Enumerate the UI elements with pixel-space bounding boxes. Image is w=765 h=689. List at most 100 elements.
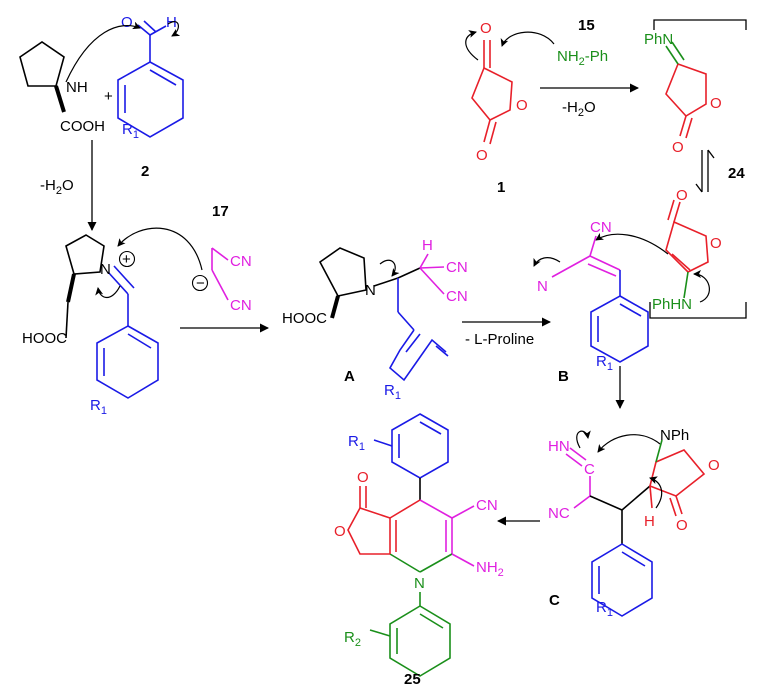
product-top-benzene — [391, 413, 449, 479]
proline-nh-label: NH — [66, 79, 88, 96]
iminium-benzene — [96, 325, 159, 399]
plus-sign: + — [104, 88, 113, 105]
product-o-2: O — [334, 523, 346, 540]
curved-arrow-a — [379, 259, 400, 277]
imine-cn-bond — [665, 45, 679, 65]
imine-o-2: O — [672, 139, 684, 156]
product-r1-label: R1 — [348, 433, 365, 453]
curved-arrow-amine — [500, 31, 555, 47]
intermediate-a-label: A — [344, 368, 355, 385]
enamine-phhn-label: PhHN — [652, 296, 692, 313]
compound-15-label: 15 — [578, 17, 595, 34]
b-cn-bond — [589, 235, 597, 257]
a-open-ring — [388, 329, 447, 382]
product-n-bond-2 — [389, 553, 421, 573]
enamine-o-1: O — [676, 187, 688, 204]
aldehyde-r1-label: R1 — [122, 121, 139, 141]
c-lactone-ring — [649, 449, 706, 497]
a-ring-double — [405, 333, 421, 353]
intermediate-b-label: B — [558, 368, 569, 385]
b-aryl-ring — [590, 270, 649, 363]
c-aryl-ring — [591, 510, 653, 617]
enamine-co — [673, 201, 681, 223]
c-lactone — [621, 439, 706, 517]
product-nh2-bond — [451, 553, 475, 567]
b-benzene — [590, 295, 649, 363]
proline-cooh-label: COOH — [60, 118, 105, 135]
enamine-structure — [665, 199, 709, 299]
aldehyde-co-bond-2 — [143, 20, 157, 33]
a-chain-2 — [397, 311, 415, 331]
a-pyrrolidine-ring — [318, 247, 367, 297]
a-r1-label: R1 — [384, 382, 401, 402]
product-bottom-benzene — [389, 605, 451, 677]
a-n-label: N — [365, 282, 376, 299]
proline-loss-label: - L-Proline — [465, 331, 534, 348]
intermediate-a-structure — [318, 247, 421, 319]
iminium-n-label: N — [100, 261, 111, 278]
intermediate-b-structure — [551, 235, 621, 278]
malononitrile-structure — [211, 247, 229, 301]
c-nc-label: NC — [548, 505, 570, 522]
product-nh2-label: NH2 — [476, 559, 504, 579]
proline-structure — [19, 41, 66, 113]
product-ring-top — [389, 499, 421, 519]
curved-arrow-c-2 — [576, 430, 591, 449]
equilibrium-head-down — [695, 183, 703, 193]
malononitrile-bond-2 — [211, 247, 229, 261]
compound-25-label: 25 — [404, 671, 421, 688]
a-h-label: H — [422, 237, 433, 254]
b-ring-double-2 — [619, 303, 642, 317]
iminium-hooc-label: HOOC — [22, 330, 67, 347]
tetronic-co-2b — [489, 121, 497, 145]
curved-arrow-carbanion — [117, 227, 203, 271]
curved-arrow-b — [533, 257, 561, 267]
product-lactone — [347, 507, 391, 555]
malononitrile-charge: − — [196, 275, 205, 292]
a-cn-2: CN — [446, 288, 468, 305]
malononitrile-bond-3 — [211, 269, 229, 301]
tetronic-o-3: O — [476, 147, 488, 164]
aniline-label: NH2-Ph — [557, 48, 608, 68]
enamine-co-2 — [667, 199, 675, 221]
enamine-ring — [665, 220, 709, 273]
imine-ring — [665, 62, 707, 118]
iminium-acid-bond — [65, 301, 69, 339]
c-hn-label: HN — [548, 438, 570, 455]
curved-arrow-michael — [595, 232, 669, 255]
aldehyde-ch-h-bond — [149, 25, 167, 36]
c-c-label: C — [584, 461, 595, 478]
product-bottom-double-2 — [419, 613, 444, 629]
curved-arrow-n-attack — [65, 21, 141, 83]
a-dinitrile-bonds — [419, 253, 445, 295]
negative-charge-icon — [191, 274, 209, 292]
product-o-1: O — [357, 469, 369, 486]
water-loss-left-label: -H2O — [40, 177, 74, 197]
iminium-structure — [65, 234, 135, 303]
iminium-cn-double — [107, 271, 129, 295]
product-r2-bond — [369, 629, 391, 637]
aldehyde-ring-double-2 — [149, 69, 177, 86]
c-ketone — [675, 495, 683, 515]
iminium-aryl-ring — [96, 294, 159, 399]
curved-arrow-iminium — [95, 285, 121, 299]
proline-ring — [19, 41, 65, 87]
c-o-2: O — [676, 517, 688, 534]
c-benzene — [591, 543, 653, 617]
enamine-o-2: O — [710, 235, 722, 252]
product-top-double-2 — [419, 421, 442, 435]
c-r1-label: R1 — [596, 599, 613, 619]
iminium-ring-double-2 — [127, 333, 152, 349]
compound-1-label: 1 — [497, 179, 505, 196]
c-central-bond — [589, 495, 623, 511]
a-aryl-chain — [388, 278, 449, 382]
c-h-label: H — [644, 513, 655, 530]
product-c-c — [419, 499, 453, 519]
a-c-c-bond — [397, 267, 421, 279]
bracket-top — [653, 19, 747, 30]
a-ch-bond — [419, 253, 429, 269]
iminium-wedge-bond — [66, 273, 76, 303]
curved-arrow-carbonyl-o — [465, 30, 479, 61]
intermediate-c-label: C — [549, 592, 560, 609]
